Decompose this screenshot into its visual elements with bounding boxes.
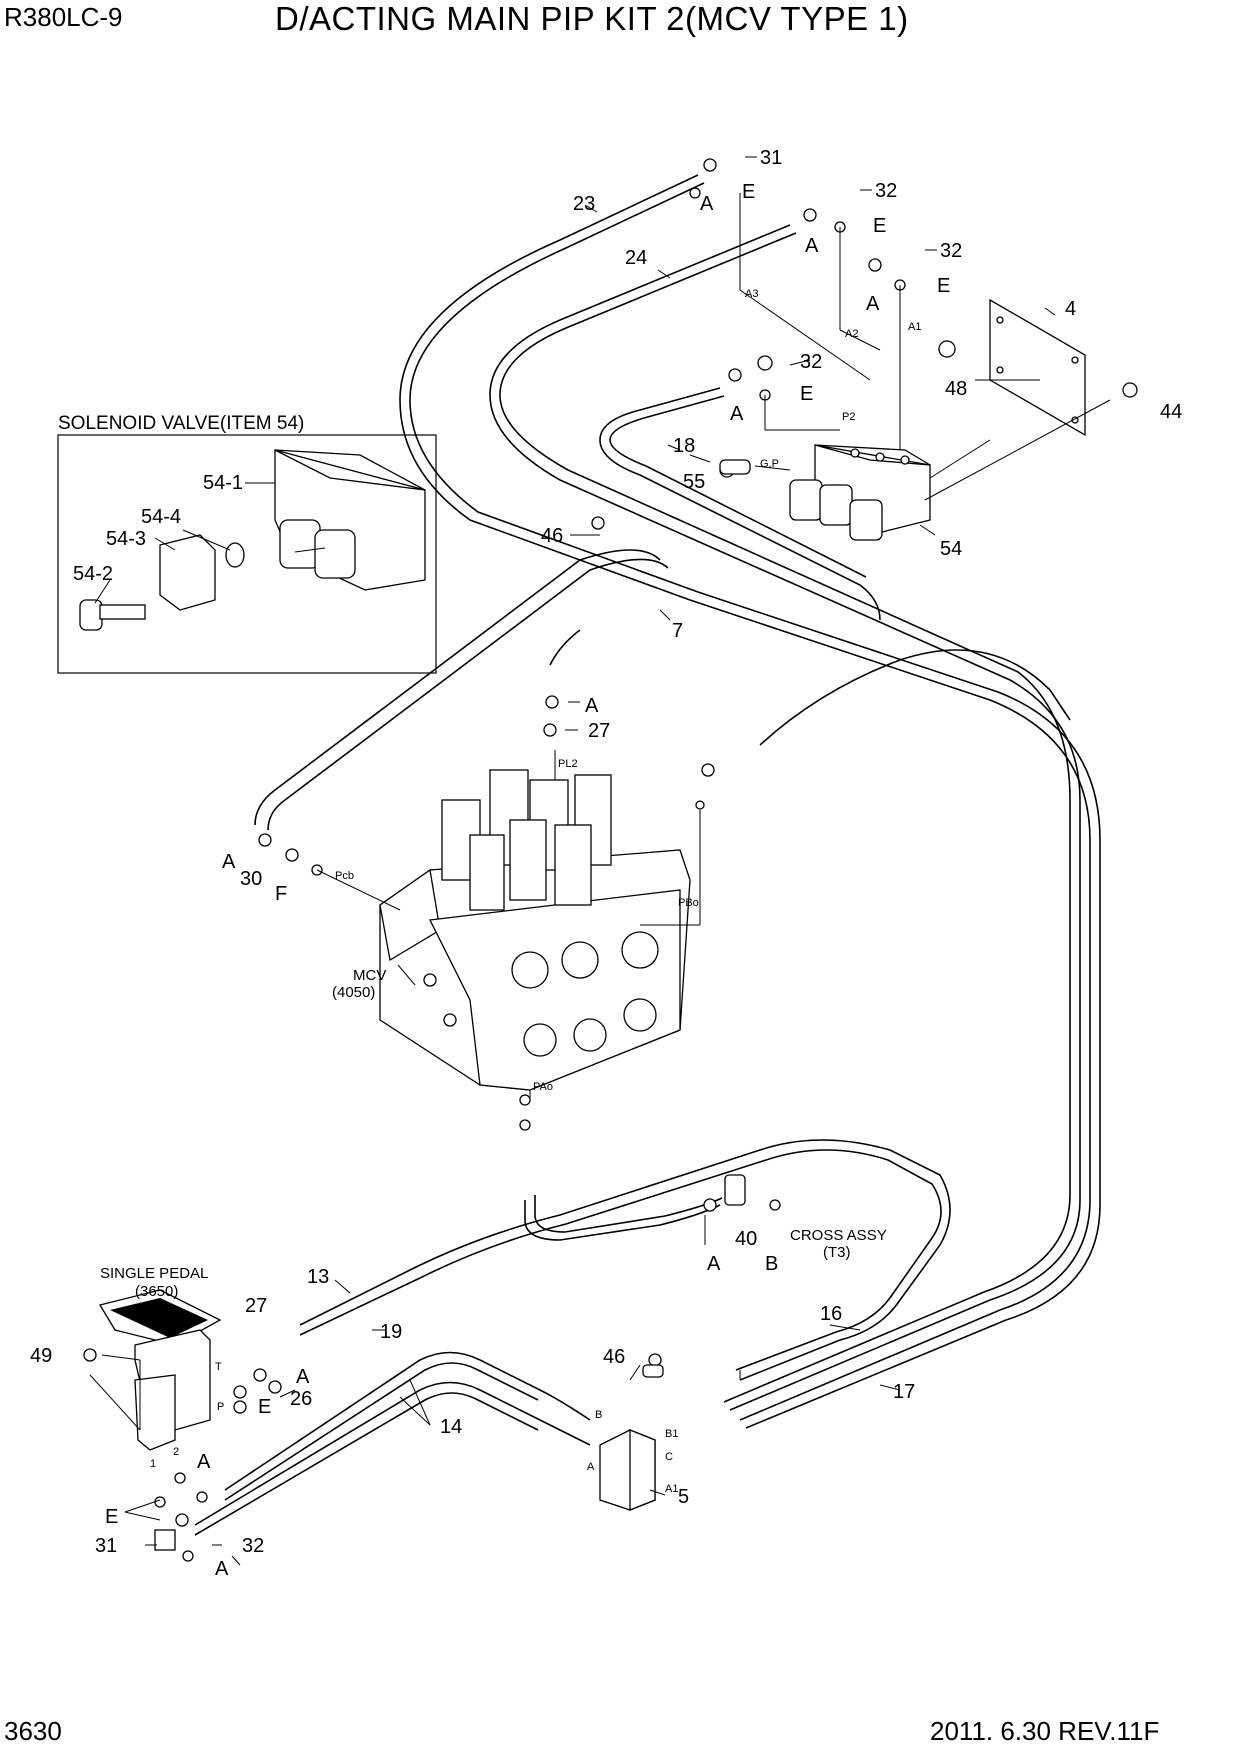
ref-a: A (296, 1366, 310, 1388)
port-labels: A3 A2 A1 P2 G,P PL2 Pcb PBo PAo B B1 C A… (150, 288, 921, 1495)
ref-e: E (105, 1506, 118, 1528)
ref-a: A (805, 235, 819, 257)
callout-40: 40 (735, 1228, 757, 1250)
callout-13: 13 (307, 1266, 329, 1288)
callout-44: 44 (1160, 401, 1182, 423)
callout-30: 30 (240, 868, 262, 890)
callout-4: 4 (1065, 298, 1076, 320)
callout-16: 16 (820, 1303, 842, 1325)
port-pao: PAo (533, 1081, 553, 1093)
cross-assy-part: (T3) (823, 1244, 851, 1261)
ref-a: A (866, 293, 880, 315)
callout-5: 5 (678, 1486, 689, 1508)
callout-14: 14 (440, 1416, 462, 1438)
callout-18: 18 (673, 435, 695, 457)
inset-title: SOLENOID VALVE(ITEM 54) (58, 413, 304, 434)
revision-date: 2011. 6.30 REV.11F (930, 1716, 1160, 1746)
callout-32-a: 32 (875, 180, 897, 202)
callout-48: 48 (945, 378, 967, 400)
callout-24: 24 (625, 247, 647, 269)
callout-31-bottom: 31 (95, 1535, 117, 1557)
ref-a: A (707, 1253, 721, 1275)
leader-lines (89, 156, 1111, 1566)
port-a2: A2 (845, 328, 858, 340)
callout-7: 7 (672, 620, 683, 642)
port-2: 2 (173, 1446, 179, 1458)
inset-label-54-3: 54-3 (106, 528, 146, 550)
port-pl2: PL2 (558, 758, 578, 770)
port-c: C (665, 1451, 673, 1463)
callout-26: 26 (290, 1388, 312, 1410)
solenoid-valve-inset (57, 434, 437, 674)
cross-assy-label: CROSS ASSY (790, 1227, 887, 1244)
mcv-label: MCV (353, 967, 386, 984)
ref-a: A (730, 403, 744, 425)
callout-55: 55 (683, 471, 705, 493)
ref-e: E (800, 383, 813, 405)
hose-runs (194, 174, 1101, 1536)
mounting-plate-4 (989, 298, 1086, 437)
port-a3: A3 (745, 288, 758, 300)
ref-a: A (585, 695, 599, 717)
pedal-part-number: (3650) (135, 1283, 178, 1300)
port-gp: G,P (760, 458, 779, 470)
inset-label-54-2: 54-2 (73, 563, 113, 585)
ref-f: F (275, 883, 287, 905)
pedal-label: SINGLE PEDAL (100, 1265, 208, 1282)
ref-e: E (742, 181, 755, 203)
port-pcb: Pcb (335, 870, 354, 882)
callout-32-c: 32 (800, 351, 822, 373)
ref-b: B (765, 1253, 778, 1275)
ref-e: E (258, 1396, 271, 1418)
callout-46-bottom: 46 (603, 1346, 625, 1368)
callout-23: 23 (573, 193, 595, 215)
callout-numbers: 31 32 32 32 23 24 4 48 44 18 55 54 46 7 … (30, 147, 1182, 1557)
port-a: A (587, 1461, 595, 1473)
component-notes: MCV (4050) SINGLE PEDAL (3650) CROSS ASS… (100, 967, 887, 1300)
callout-49: 49 (30, 1345, 52, 1367)
port-b: B (595, 1409, 602, 1421)
port-1: 1 (150, 1458, 156, 1470)
ref-a: A (222, 851, 236, 873)
callout-27-bottom: 27 (245, 1295, 267, 1317)
letter-references: A E A E A E A E A A F A B A E A E A (105, 181, 950, 1580)
page-number: 3630 (4, 1716, 62, 1746)
single-pedal-3650 (98, 1289, 222, 1451)
callout-17: 17 (893, 1381, 915, 1403)
page-title: D/ACTING MAIN PIP KIT 2(MCV TYPE 1) (275, 0, 909, 37)
port-a1: A1 (908, 321, 921, 333)
inset-label-54-4: 54-4 (141, 506, 181, 528)
callout-32-b: 32 (940, 240, 962, 262)
mcv-part-number: (4050) (332, 984, 375, 1001)
ref-a: A (197, 1451, 211, 1473)
mcv-valve-block (379, 769, 691, 1091)
bracket-5 (599, 1429, 656, 1511)
callout-31-top: 31 (760, 147, 782, 169)
model-code: R380LC-9 (4, 2, 123, 32)
port-p2: P2 (842, 411, 855, 423)
inset-label-54-1: 54-1 (203, 472, 243, 494)
port-pbo: PBo (678, 897, 699, 909)
callout-46-top: 46 (541, 525, 563, 547)
port-b1: B1 (665, 1428, 678, 1440)
callout-27-top: 27 (588, 720, 610, 742)
port-t: T (215, 1361, 222, 1373)
port-a1-bracket: A1 (665, 1483, 678, 1495)
ref-a: A (215, 1558, 229, 1580)
ref-e: E (873, 215, 886, 237)
solenoid-valve-54 (789, 444, 931, 541)
port-p: P (217, 1401, 224, 1413)
ref-a: A (700, 193, 714, 215)
callout-19: 19 (380, 1321, 402, 1343)
callout-54: 54 (940, 538, 962, 560)
ref-e: E (937, 275, 950, 297)
callout-32-bottom: 32 (242, 1535, 264, 1557)
